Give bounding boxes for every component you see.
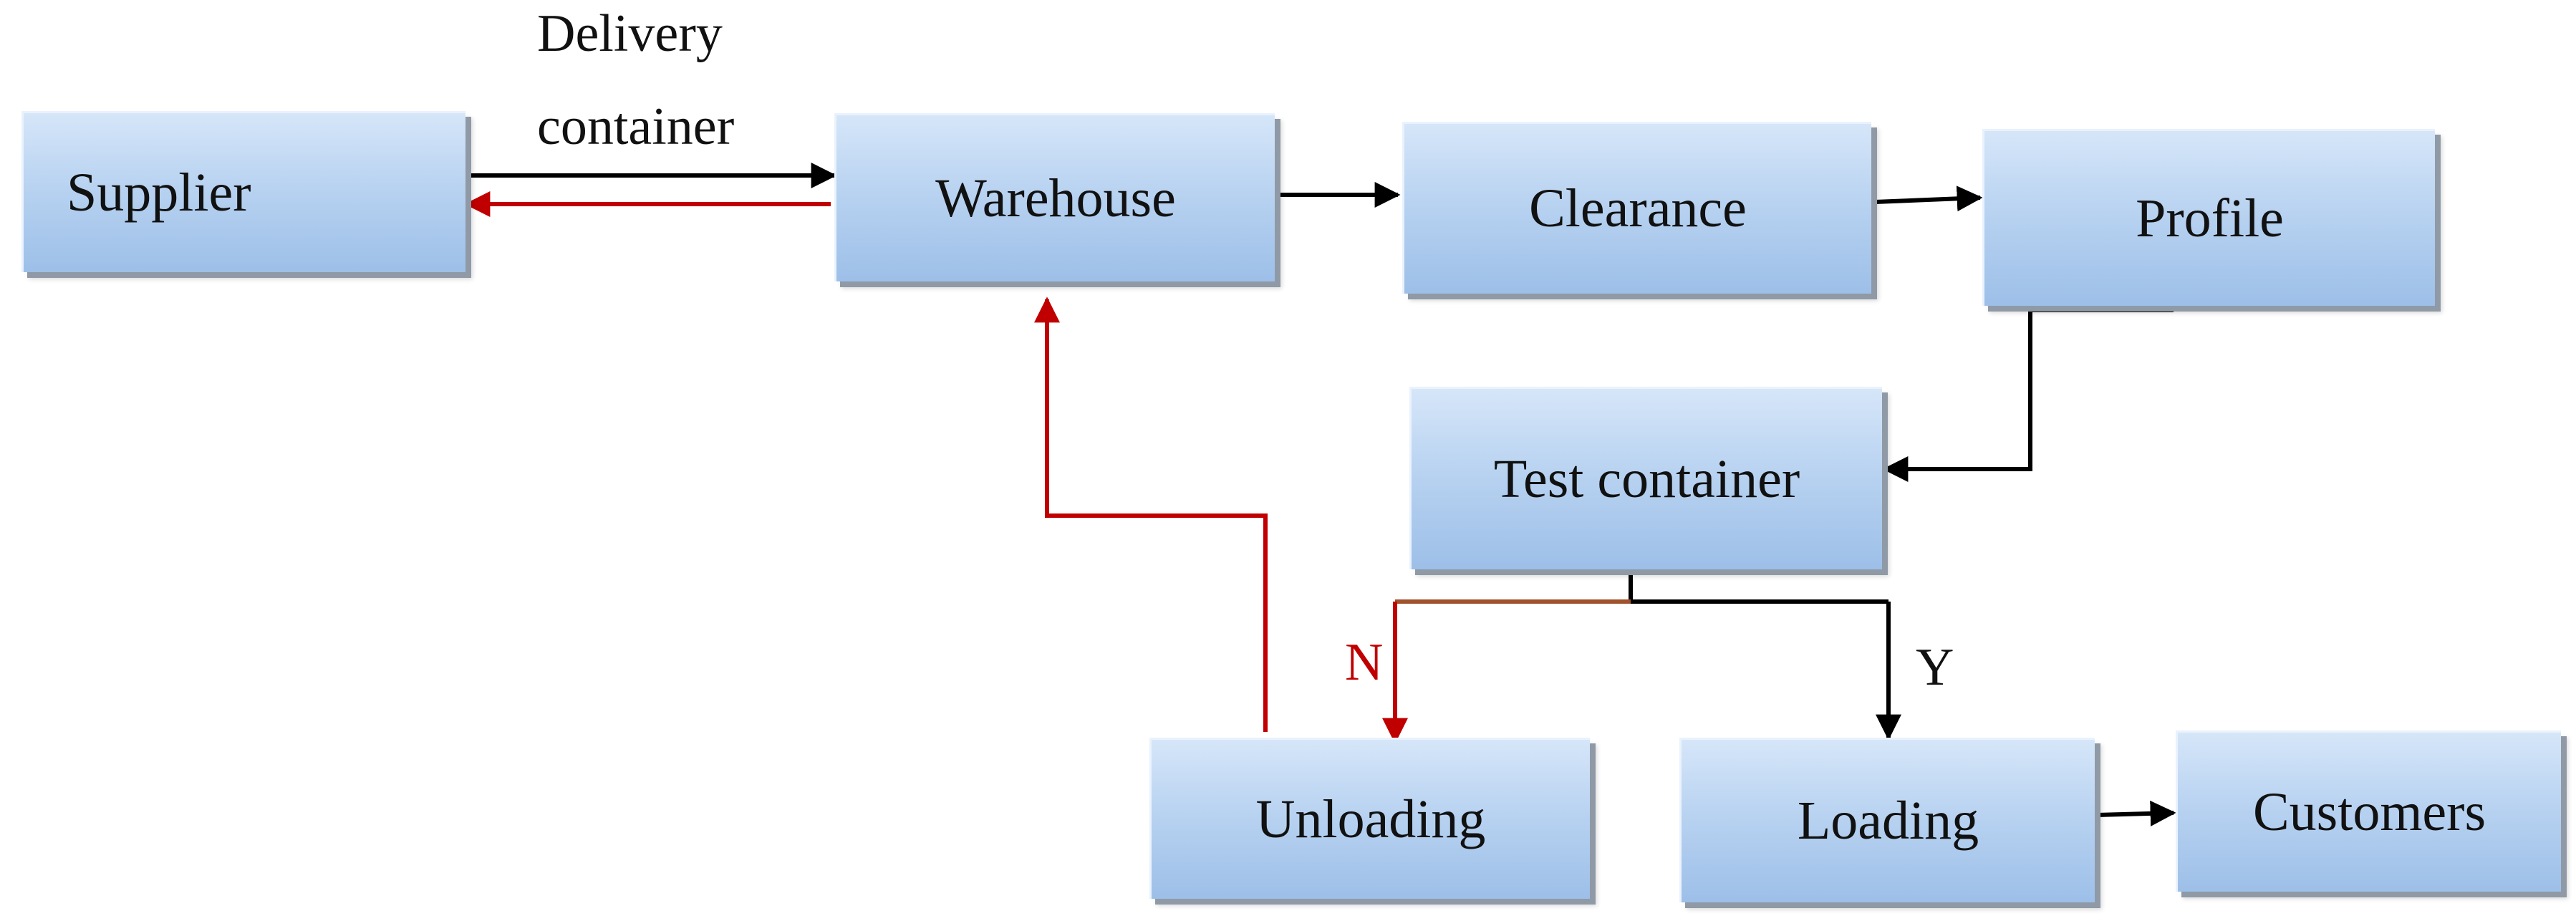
node-profile-label: Profile	[2136, 188, 2284, 249]
node-loading-label: Loading	[1797, 791, 1979, 851]
arrow-profile-to-test-container	[1882, 308, 2174, 482]
label-no-branch: N	[1345, 633, 1384, 692]
node-customers: Customers	[2176, 730, 2561, 892]
node-test-container: Test container	[1409, 387, 1882, 569]
node-profile: Profile	[1982, 129, 2435, 306]
label-yes-branch: Y	[1916, 638, 1954, 697]
node-clearance-label: Clearance	[1529, 178, 1747, 238]
label-delivery-line2: container	[537, 97, 735, 156]
node-loading: Loading	[1679, 738, 2095, 902]
node-unloading-label: Unloading	[1255, 789, 1486, 849]
label-delivery-line1: Delivery	[537, 4, 723, 63]
node-customers-label: Customers	[2252, 781, 2486, 842]
arrow-loading-to-customers	[2096, 800, 2176, 826]
node-supplier-label: Supplier	[67, 162, 251, 223]
arrow-unloading-to-warehouse	[1034, 296, 1268, 732]
node-warehouse: Warehouse	[834, 113, 1275, 281]
arrow-clearance-to-profile	[1874, 185, 1983, 212]
node-supplier: Supplier	[21, 111, 465, 272]
node-test-container-label: Test container	[1493, 448, 1800, 509]
node-clearance: Clearance	[1402, 122, 1871, 294]
node-unloading: Unloading	[1149, 738, 1590, 899]
node-warehouse-label: Warehouse	[935, 168, 1176, 228]
